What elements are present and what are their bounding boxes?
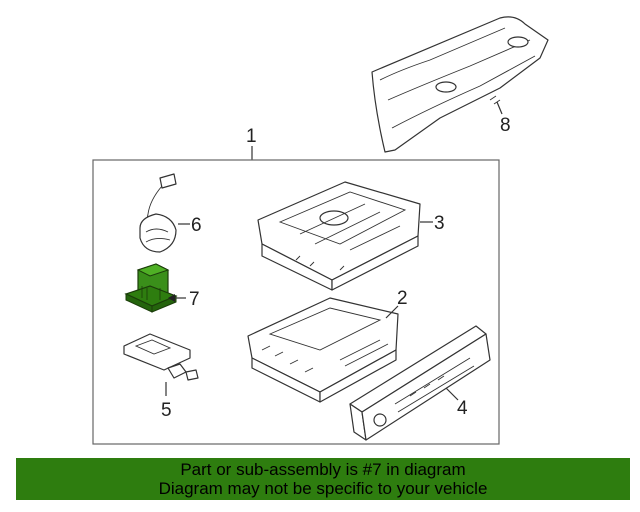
info-banner: Part or sub-assembly is #7 in diagram Di… xyxy=(16,458,630,500)
callout-5: 5 xyxy=(161,400,172,421)
callout-4: 4 xyxy=(457,398,468,419)
callout-8: 8 xyxy=(500,115,511,136)
part-5-antenna-module xyxy=(123,333,199,381)
callout-2: 2 xyxy=(397,288,408,309)
part-3-drive-unit xyxy=(257,181,421,291)
part-4-control-panel xyxy=(349,325,491,441)
part-8-trim-cover xyxy=(371,16,549,153)
banner-line-2: Diagram may not be specific to your vehi… xyxy=(158,479,488,498)
parts-diagram: 8 1 6 3 7 xyxy=(92,16,549,445)
callout-3: 3 xyxy=(434,213,445,234)
part-6-harness xyxy=(139,173,177,253)
part-2-control-unit xyxy=(247,297,399,403)
callout-7: 7 xyxy=(189,289,200,310)
assembly-frame xyxy=(92,159,500,445)
part-7-module xyxy=(124,263,178,313)
banner-line-1: Part or sub-assembly is #7 in diagram xyxy=(180,460,466,479)
callout-1: 1 xyxy=(246,126,257,147)
callout-6: 6 xyxy=(191,215,202,236)
